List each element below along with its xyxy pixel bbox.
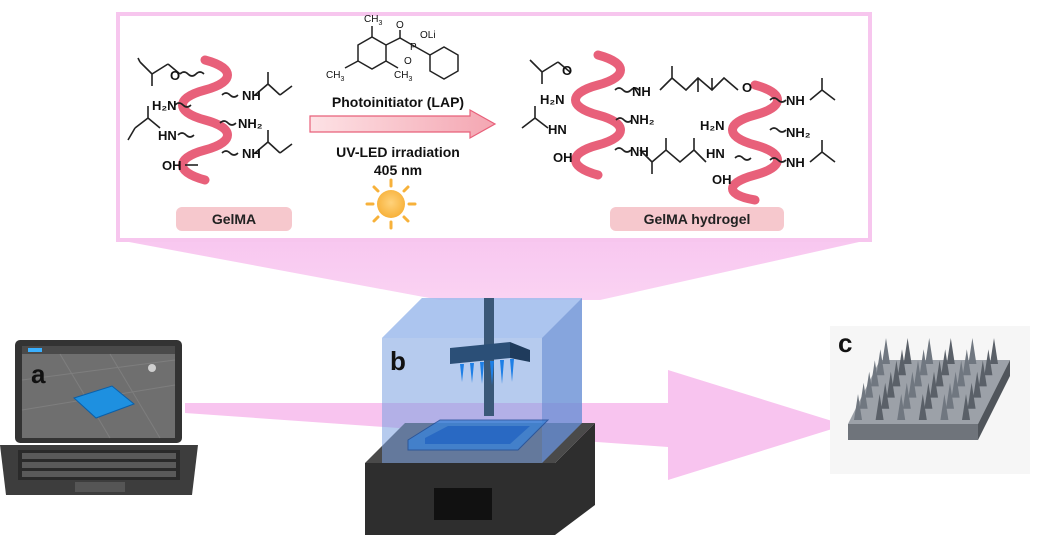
microneedle-cone bbox=[946, 382, 954, 409]
gelma-h2n-label: H₂N bbox=[152, 98, 177, 113]
microneedle-cone bbox=[990, 338, 998, 364]
microneedle-cone bbox=[876, 349, 885, 376]
photoinitiator-label: Photoinitiator (LAP) bbox=[332, 94, 464, 110]
hydrogel-o-label-2: O bbox=[742, 80, 752, 95]
lap-structure bbox=[344, 26, 459, 80]
microneedle-cone bbox=[957, 360, 966, 387]
lap-p-label: P bbox=[410, 42, 417, 53]
laptop-illustration bbox=[0, 340, 198, 495]
microneedle-cone bbox=[973, 371, 982, 398]
panel-c-label: c bbox=[838, 328, 852, 358]
microneedle-cone bbox=[962, 349, 971, 376]
hydrogel-h2n-label: H₂N bbox=[540, 92, 565, 107]
hydrogel-o-label: O bbox=[562, 63, 572, 78]
microneedle-cone bbox=[978, 360, 987, 387]
lap-ch3-top: CH3 bbox=[364, 14, 382, 27]
hydrogel-nh-label-1: NH bbox=[632, 84, 651, 99]
reaction-arrow bbox=[309, 108, 497, 140]
microneedle-cone bbox=[882, 338, 890, 364]
microneedle-cone bbox=[951, 371, 960, 398]
gelma-molecule bbox=[127, 55, 293, 185]
hydrogel-oh-label-2: OH bbox=[712, 172, 732, 187]
lap-o-label: O bbox=[396, 20, 404, 31]
microneedle-cone bbox=[865, 371, 874, 398]
hydrogel-oh-label-1: OH bbox=[553, 150, 573, 165]
microneedle-cone bbox=[881, 382, 890, 409]
microneedle-cone bbox=[875, 394, 884, 420]
gelma-oh-label: OH bbox=[162, 158, 182, 173]
gelma-nh2-label: NH₂ bbox=[238, 116, 263, 131]
reaction-scheme-frame bbox=[116, 12, 872, 242]
microneedle-cone bbox=[854, 394, 862, 420]
gelma-hn-label: HN bbox=[158, 128, 177, 143]
microneedle-cone bbox=[924, 382, 933, 409]
hydrogel-nh-label-2: NH bbox=[630, 144, 649, 159]
microneedle-cone bbox=[925, 338, 934, 364]
printer-front-panel bbox=[434, 488, 492, 520]
microneedle-cone bbox=[918, 394, 927, 420]
microneedle-cone bbox=[908, 371, 917, 398]
laptop-patch-model bbox=[73, 385, 135, 419]
gelma-tag-bg bbox=[176, 207, 292, 231]
microneedle-cone bbox=[968, 338, 977, 364]
lap-ch3-right: CH3 bbox=[394, 70, 412, 83]
microneedle-cone bbox=[897, 394, 906, 420]
gelma-tag-label: GelMA bbox=[212, 211, 256, 227]
hydrogel-nh-label-4: NH bbox=[786, 155, 805, 170]
microneedle-cone bbox=[892, 360, 901, 387]
gelma-o-label: O bbox=[170, 68, 180, 83]
microneedle-cone bbox=[930, 371, 938, 398]
microneedle-cone bbox=[902, 382, 911, 409]
gelma-hydrogel-network bbox=[521, 50, 836, 205]
hydrogel-hn-label-2: HN bbox=[706, 146, 725, 161]
gelma-nh-label-2: NH bbox=[242, 146, 261, 161]
panel-b-label: b bbox=[390, 346, 406, 376]
projection-beam bbox=[118, 240, 868, 300]
hydrogel-hn-label: HN bbox=[548, 122, 567, 137]
wavelength-label: 405 nm bbox=[374, 162, 422, 178]
hydrogel-tag-label: GelMA hydrogel bbox=[644, 211, 751, 227]
microneedle-cone bbox=[946, 338, 955, 364]
microneedle-cone bbox=[870, 360, 879, 387]
hydrogel-h2n-label-2: H₂N bbox=[700, 118, 725, 133]
microneedle-patch-render bbox=[830, 326, 1030, 474]
microneedle-cone bbox=[984, 349, 993, 376]
gelma-nh-label-1: NH bbox=[242, 88, 261, 103]
printer-illustration bbox=[365, 298, 595, 535]
microneedle-cone bbox=[967, 382, 976, 409]
hydrogel-tag-bg bbox=[610, 207, 784, 231]
microneedle-cone bbox=[898, 349, 906, 376]
lap-ch3-left: CH3 bbox=[326, 70, 344, 83]
irradiation-label: UV-LED irradiation bbox=[336, 144, 460, 160]
lap-o-label-2: O bbox=[404, 56, 412, 67]
microneedle-cone bbox=[903, 338, 912, 364]
microneedle-cone bbox=[859, 382, 868, 409]
microneedle-cone bbox=[940, 394, 949, 420]
hydrogel-nh2-label-2: NH₂ bbox=[786, 125, 811, 140]
microneedle-cone bbox=[935, 360, 944, 387]
hydrogel-nh-label-3: NH bbox=[786, 93, 805, 108]
panel-a-label: a bbox=[31, 359, 46, 389]
microneedle-cone bbox=[919, 349, 928, 376]
microneedle-cone bbox=[914, 360, 922, 387]
microneedle-cone bbox=[962, 394, 970, 420]
hydrogel-nh2-label-1: NH₂ bbox=[630, 112, 655, 127]
microneedle-cone bbox=[886, 371, 895, 398]
sun-icon bbox=[365, 178, 417, 230]
lap-oli-label: OLi bbox=[420, 30, 436, 41]
microneedle-cone bbox=[941, 349, 950, 376]
